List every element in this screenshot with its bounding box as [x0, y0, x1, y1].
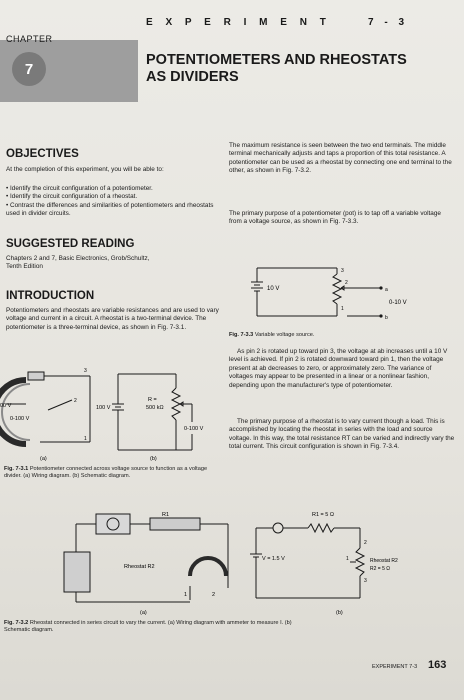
fig-7-3-1-caption: Fig. 7-3.1 Potentiometer connected acros… — [4, 466, 222, 480]
experiment-number: 7 - 3 — [368, 17, 409, 28]
chapter-number-badge: 7 — [12, 52, 46, 86]
objective-item: • Contrast the differences and similarit… — [6, 201, 214, 218]
fig732-source-b: V = 1.5 V — [262, 556, 285, 562]
fig732-r2-value-b: R2 = 5 Ω — [370, 566, 390, 572]
fig731-subcaption-a: (a) — [40, 456, 47, 462]
reading-line-1: Chapters 2 and 7, Basic Electronics, Gro… — [6, 255, 150, 262]
fig732-caption-text: Rheostat connected in series circuit to … — [4, 620, 292, 634]
fig733-pin1: 1 — [341, 306, 344, 312]
fig732-pin1: 1 — [184, 592, 187, 598]
battery-cell — [63, 551, 91, 593]
fig731-pin2: 2 — [74, 398, 77, 404]
fig731-source-voltage: 100 V — [96, 405, 111, 411]
page-title: POTENTIOMETERS AND RHEOSTATS AS DIVIDERS — [146, 52, 446, 86]
objectives-heading: OBJECTIVES — [6, 148, 79, 160]
page-number: 163 — [428, 659, 447, 671]
objectives-list: • Identify the circuit configuration of … — [6, 185, 222, 219]
suggested-reading-text: Chapters 2 and 7, Basic Electronics, Gro… — [6, 255, 220, 272]
introduction-heading: INTRODUCTION — [6, 290, 95, 302]
footer-label: EXPERIMENT 7-3 — [372, 664, 418, 670]
fig732-b-pin3: 3 — [364, 578, 367, 584]
pin-rotation-paragraph: As pin 2 is rotated up toward pin 3, the… — [229, 348, 448, 389]
fig733-source-label: 10 V — [267, 286, 279, 292]
fig731-caption-text: Potentiometer connected across voltage s… — [4, 466, 208, 480]
ammeter — [95, 513, 131, 535]
fig731-subcaption-b: (b) — [150, 456, 157, 462]
rheostat-resistance-paragraph: The maximum resistance is seen between t… — [229, 142, 452, 175]
objective-item: • Identify the circuit configuration of … — [6, 193, 138, 201]
fig731-output-b: 0-100 V — [184, 426, 204, 432]
pot-purpose-paragraph: The primary purpose of a potentiometer (… — [229, 210, 441, 226]
fig732-subcaption-a: (a) — [140, 610, 147, 616]
fig-7-3-3-caption: Fig. 7-3.3 Variable voltage source. — [229, 332, 455, 339]
fig732-rheostat-label: Rheostat R2 — [124, 564, 155, 570]
fig731-pin3: 3 — [84, 368, 87, 374]
terminal-b — [379, 314, 383, 318]
experiment-heading: E X P E R I M E N T — [146, 17, 331, 28]
fig733-output-label: 0-10 V — [389, 300, 407, 306]
terminal-a — [379, 286, 383, 290]
fig733-pin3: 3 — [341, 268, 344, 274]
objective-item: • Identify the circuit configuration of … — [6, 185, 153, 192]
fig733-term-b: b — [385, 315, 388, 321]
title-line-2: AS DIVIDERS — [146, 69, 239, 85]
fig731-output-a: 0-100 V — [10, 416, 30, 422]
fig731-r-value: 500 kΩ — [146, 405, 164, 411]
fig732-pin2: 2 — [212, 592, 215, 598]
fig731-pin1: 1 — [84, 436, 87, 442]
fig-7-3-1-diagram: 00 V 0-100 V 3 2 1 100 V R = 500 kΩ 0-10… — [0, 368, 204, 462]
fig732-r1-value-b: R1 = 5 Ω — [312, 512, 334, 518]
fig733-term-a: a — [385, 287, 388, 293]
fig732-b-pin1: 1 — [346, 556, 349, 562]
objectives-intro: At the completion of this experiment, yo… — [6, 166, 164, 173]
suggested-reading-heading: SUGGESTED READING — [6, 238, 135, 250]
fig731-r-label: R = — [148, 397, 157, 403]
fig732-b-pin2: 2 — [364, 540, 367, 546]
fig-7-3-2-diagram: R1 Rheostat R2 2 1 R1 = 5 Ω V = 1.5 V Rh… — [63, 512, 398, 616]
fig733-pin2: 2 — [345, 280, 348, 286]
fig732-r1-label: R1 — [162, 512, 169, 518]
rheostat-purpose-paragraph: The primary purpose of a rheostat is to … — [229, 418, 455, 451]
fig731-left-voltage: 00 V — [0, 403, 12, 409]
introduction-text: Potentiometers and rheostats are variabl… — [6, 307, 219, 331]
fig732-rheostat-label-b: Rheostat R2 — [370, 558, 398, 564]
fig732-caption-number: Fig. 7-3.2 — [4, 620, 29, 626]
title-line-1: POTENTIOMETERS AND RHEOSTATS — [146, 52, 407, 68]
fig733-caption-number: Fig. 7-3.3 — [229, 332, 254, 338]
fig-7-3-2-caption: Fig. 7-3.2 Rheostat connected in series … — [4, 620, 304, 634]
fig732-subcaption-b: (b) — [336, 610, 343, 616]
fig731-caption-number: Fig. 7-3.1 — [4, 466, 29, 472]
reading-line-2: Tenth Edition — [6, 263, 43, 271]
fig733-caption-text: Variable voltage source. — [254, 332, 315, 338]
chapter-label: CHAPTER — [6, 34, 53, 44]
fig-7-3-3-schematic: 10 V 3 2 1 a b 0-10 V — [251, 267, 407, 321]
